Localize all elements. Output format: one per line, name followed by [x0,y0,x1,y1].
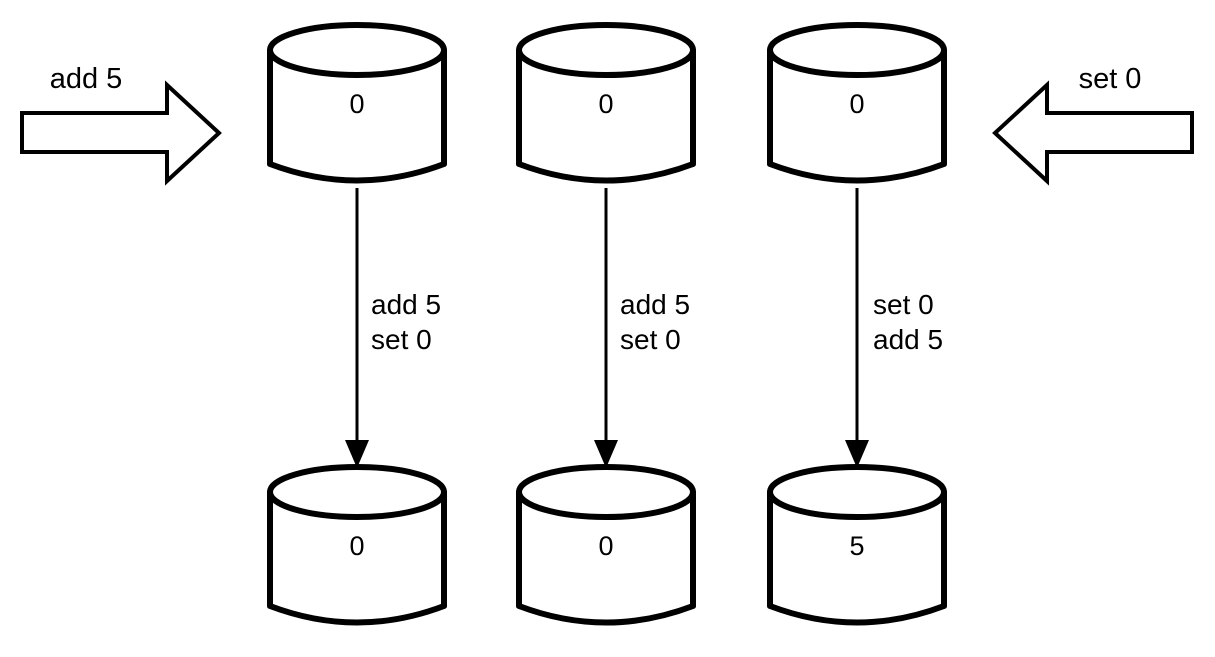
replica-3-bottom-cylinder-lid [767,464,947,520]
left-input-arrow-icon[interactable] [20,80,222,186]
replica-2-connector-arrowhead [594,440,618,468]
column-1-group: 0 add 5 set 0 0 [267,22,447,626]
replica-1-top-value: 0 [349,89,364,119]
replica-2-bottom-cylinder-body [516,489,696,626]
replica-1-operations: add 5 set 0 [371,289,441,355]
replica-2-bottom-cylinder-lid [516,464,696,520]
column-2-group: 0 add 5 set 0 0 [516,22,696,626]
replica-1-connector [345,188,369,468]
replica-2-operations: add 5 set 0 [620,289,690,355]
replica-3-operation-0: set 0 [873,289,934,320]
column-3-group: 0 set 0 add 5 5 [767,22,947,626]
replica-3-operations: set 0 add 5 [873,289,943,355]
replica-1-operation-0: add 5 [371,289,441,320]
replica-2-top-cylinder[interactable]: 0 [516,22,696,184]
replica-3-top-cylinder-body [767,47,947,184]
replica-1-bottom-cylinder[interactable]: 0 [267,464,447,626]
replica-2-operation-1: set 0 [620,324,681,355]
right-input-arrow-group[interactable]: set 0 [992,63,1194,186]
replica-2-connector [594,188,618,468]
replica-1-top-cylinder-lid [267,22,447,78]
right-input-arrow-icon[interactable] [992,80,1194,186]
replica-1-operation-1: set 0 [371,324,432,355]
replica-3-connector-arrowhead [845,440,869,468]
replica-3-bottom-value: 5 [849,531,864,561]
replica-2-bottom-value: 0 [598,531,613,561]
replica-2-operation-0: add 5 [620,289,690,320]
replica-3-operation-1: add 5 [873,324,943,355]
replica-1-bottom-cylinder-body [267,489,447,626]
replica-3-top-cylinder-lid [767,22,947,78]
replica-3-top-cylinder[interactable]: 0 [767,22,947,184]
replica-3-bottom-cylinder-body [767,489,947,626]
replica-2-top-cylinder-body [516,47,696,184]
right-input-label: set 0 [1079,63,1142,95]
replica-3-bottom-cylinder[interactable]: 5 [767,464,947,626]
replica-1-top-cylinder-body [267,47,447,184]
replica-1-bottom-value: 0 [349,531,364,561]
replica-1-top-cylinder[interactable]: 0 [267,22,447,184]
replica-3-connector [845,188,869,468]
replica-2-top-cylinder-lid [516,22,696,78]
left-input-label: add 5 [50,63,123,95]
replica-1-bottom-cylinder-lid [267,464,447,520]
replica-2-top-value: 0 [598,89,613,119]
replica-1-connector-arrowhead [345,440,369,468]
replica-3-top-value: 0 [849,89,864,119]
left-input-arrow-group[interactable]: add 5 [20,63,222,186]
replica-2-bottom-cylinder[interactable]: 0 [516,464,696,626]
